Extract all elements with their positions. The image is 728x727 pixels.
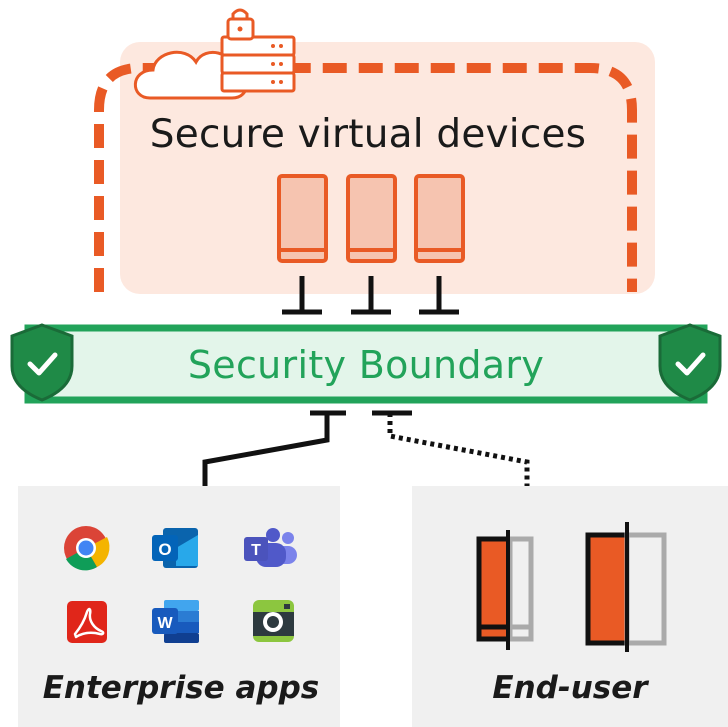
enterprise-connector [202,410,346,486]
security-boundary-label: Security Boundary [187,343,545,387]
camera-icon [253,600,294,642]
cloud-server-lock-icon [133,8,296,100]
security-boundary-band [24,324,708,404]
device-connectors [282,276,459,315]
enduser-phone-icon [476,530,534,650]
secure-perimeter-dashed [94,63,637,292]
secure-zone-title: Secure virtual devices [149,112,587,157]
word-icon: W [152,600,199,643]
enduser-panel-background [412,486,728,727]
acrobat-icon [67,601,107,643]
svg-text:W: W [157,615,173,632]
shield-check-icon [10,323,74,402]
virtual-device-1 [277,174,328,263]
virtual-device-3 [414,174,465,263]
enduser-tablet-icon [585,522,667,652]
chrome-icon [64,526,110,571]
shield-check-icon [658,323,722,402]
enterprise-apps-label: Enterprise apps [42,670,320,706]
outlook-icon: O [152,528,198,568]
secure-zone-background [120,42,655,294]
teams-icon: T [244,528,297,567]
svg-text:T: T [251,542,261,559]
enduser-connector-dotted [372,410,530,486]
end-user-label: End-user [492,670,648,706]
svg-text:O: O [158,540,171,559]
virtual-device-2 [346,174,397,263]
